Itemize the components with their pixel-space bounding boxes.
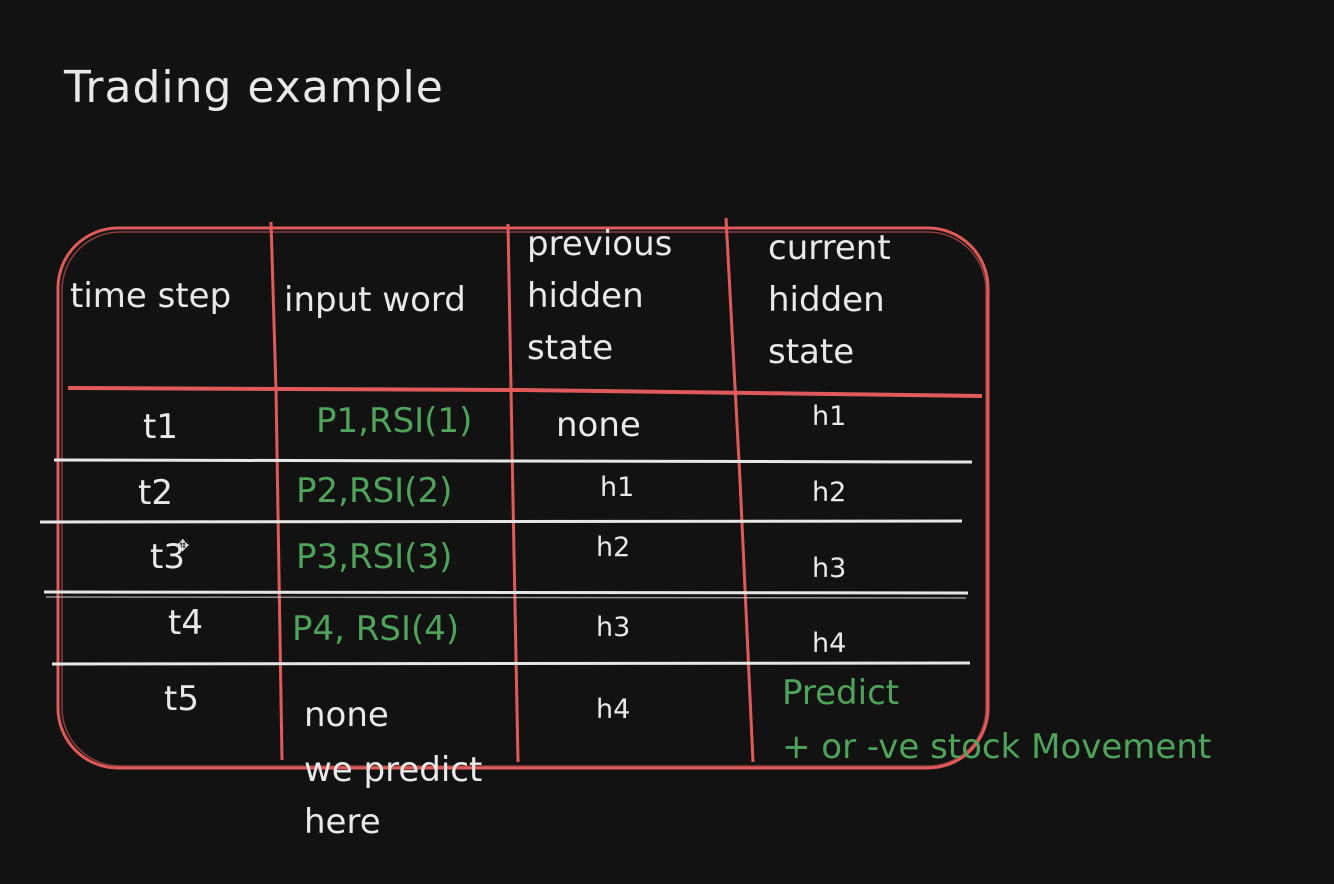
row5-previous: h4 — [596, 694, 631, 725]
column-divider-2 — [506, 223, 520, 763]
row4-time-step: t4 — [168, 603, 203, 643]
row1-input-word: P1,RSI(1) — [316, 401, 473, 441]
column-divider-3 — [724, 217, 755, 763]
page-title: Trading example — [64, 62, 444, 113]
row5-time-step: t5 — [164, 679, 199, 719]
table-border — [56, 226, 990, 770]
header-input-word: input word — [284, 280, 466, 320]
row2-previous: h1 — [600, 472, 635, 503]
row1-previous: none — [556, 405, 641, 445]
row3-current: h3 — [812, 553, 847, 584]
row-divider-3 — [43, 590, 969, 595]
row-divider-4 — [51, 661, 971, 666]
we-predict-here-note: we predict here — [304, 750, 483, 842]
row2-time-step: t2 — [138, 473, 173, 513]
table-border-echo — [61, 231, 987, 767]
row4-previous: h3 — [596, 612, 631, 643]
stock-movement-note: + or -ve stock Movement — [782, 727, 1212, 767]
row5-current: Predict — [782, 673, 900, 713]
row2-current: h2 — [812, 477, 847, 508]
row-divider-1 — [53, 458, 973, 464]
row3-time-step: t3 — [150, 537, 185, 577]
row4-current: h4 — [812, 628, 847, 659]
header-previous-hidden-state: previous hidden state — [527, 224, 673, 368]
row1-time-step: t1 — [143, 407, 178, 447]
header-divider — [67, 386, 983, 398]
header-time-step: time step — [70, 276, 232, 316]
row5-input-word: none — [304, 695, 389, 735]
row2-input-word: P2,RSI(2) — [296, 471, 453, 511]
header-current-hidden-state: current hidden state — [768, 228, 891, 372]
row3-previous: h2 — [596, 532, 631, 563]
row4-input-word: P4, RSI(4) — [292, 609, 460, 649]
row-divider-3b — [45, 596, 967, 599]
row1-current: h1 — [812, 401, 847, 432]
move-cursor-icon: ✥ — [176, 536, 190, 555]
row-divider-2 — [39, 519, 963, 524]
row3-input-word: P3,RSI(3) — [296, 537, 453, 577]
column-divider-1 — [269, 221, 284, 761]
